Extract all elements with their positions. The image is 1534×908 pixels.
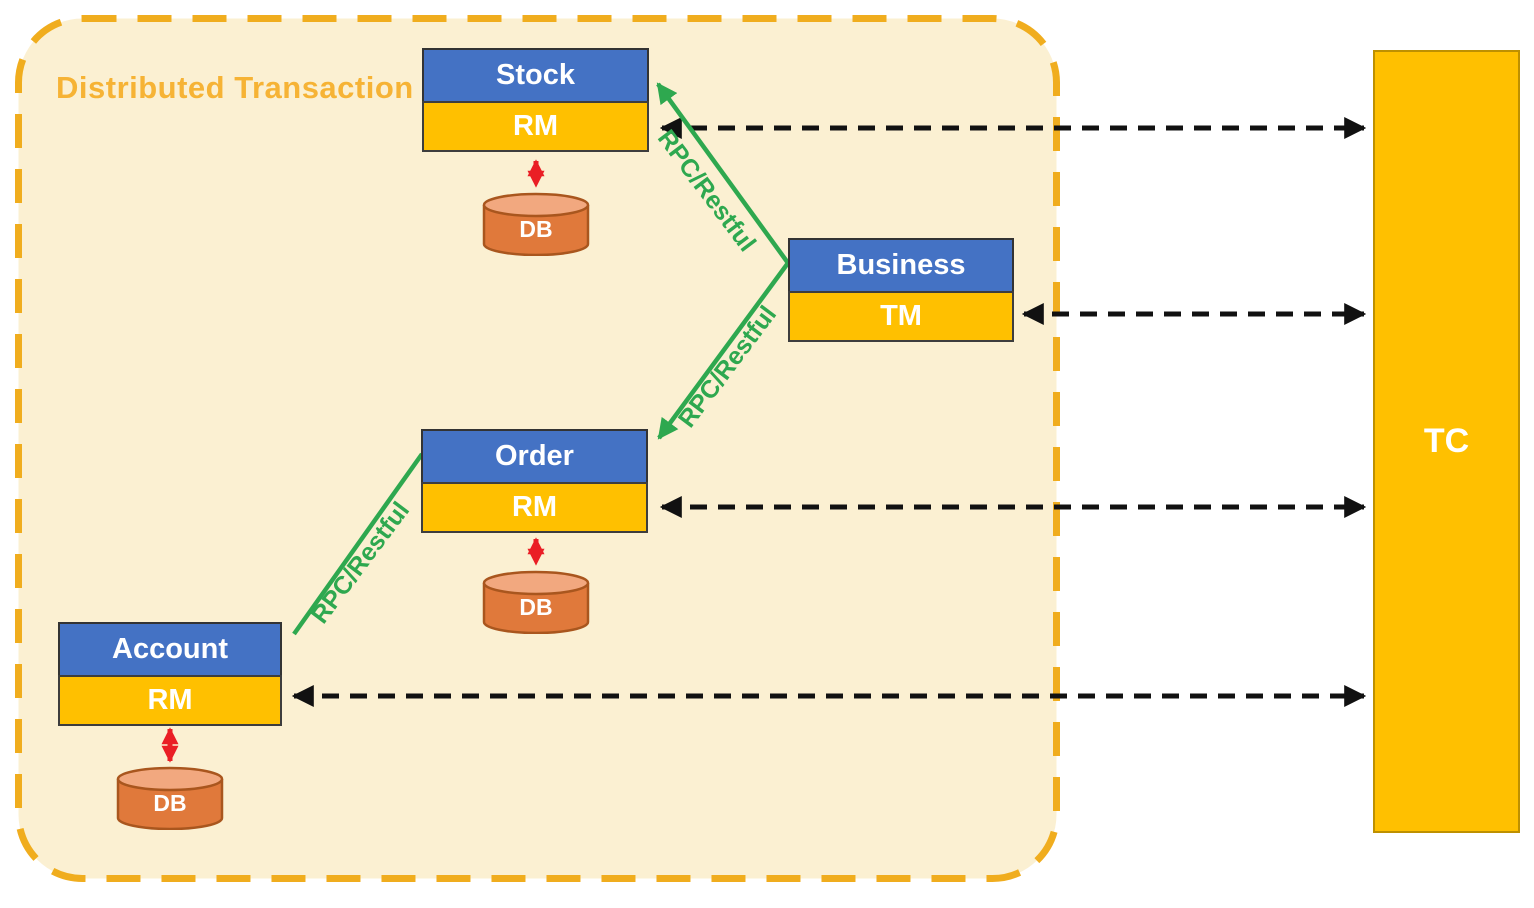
order-service-name: Order [421,429,648,482]
business-tm-row: TM [788,291,1014,342]
business-to-stock-rpc-arrow [656,82,790,265]
order-rm-row: RM [421,482,648,533]
business-service-name: Business [788,238,1014,291]
account-service-box: Account RM [58,622,282,726]
tc-box: TC [1373,50,1520,833]
order-database-cylinder: DB [482,570,590,634]
tc-label: TC [1423,422,1470,460]
stock-db-label: DB [519,216,552,242]
stock-service-box: Stock RM [422,48,649,152]
account-service-name: Account [58,622,282,675]
stock-rm-row: RM [422,101,649,152]
business-service-box: Business TM [788,238,1014,342]
account-rm-row: RM [58,675,282,726]
order-to-account-rpc-arrow [292,452,424,636]
container-title: Distributed Transaction [56,70,414,105]
business-to-order-rpc-arrow [657,261,790,440]
stock-service-name: Stock [422,48,649,101]
order-service-box: Order RM [421,429,648,533]
account-database-cylinder: DB [116,766,224,830]
stock-database-cylinder: DB [482,192,590,256]
account-db-label: DB [153,790,186,816]
order-db-label: DB [519,594,552,620]
